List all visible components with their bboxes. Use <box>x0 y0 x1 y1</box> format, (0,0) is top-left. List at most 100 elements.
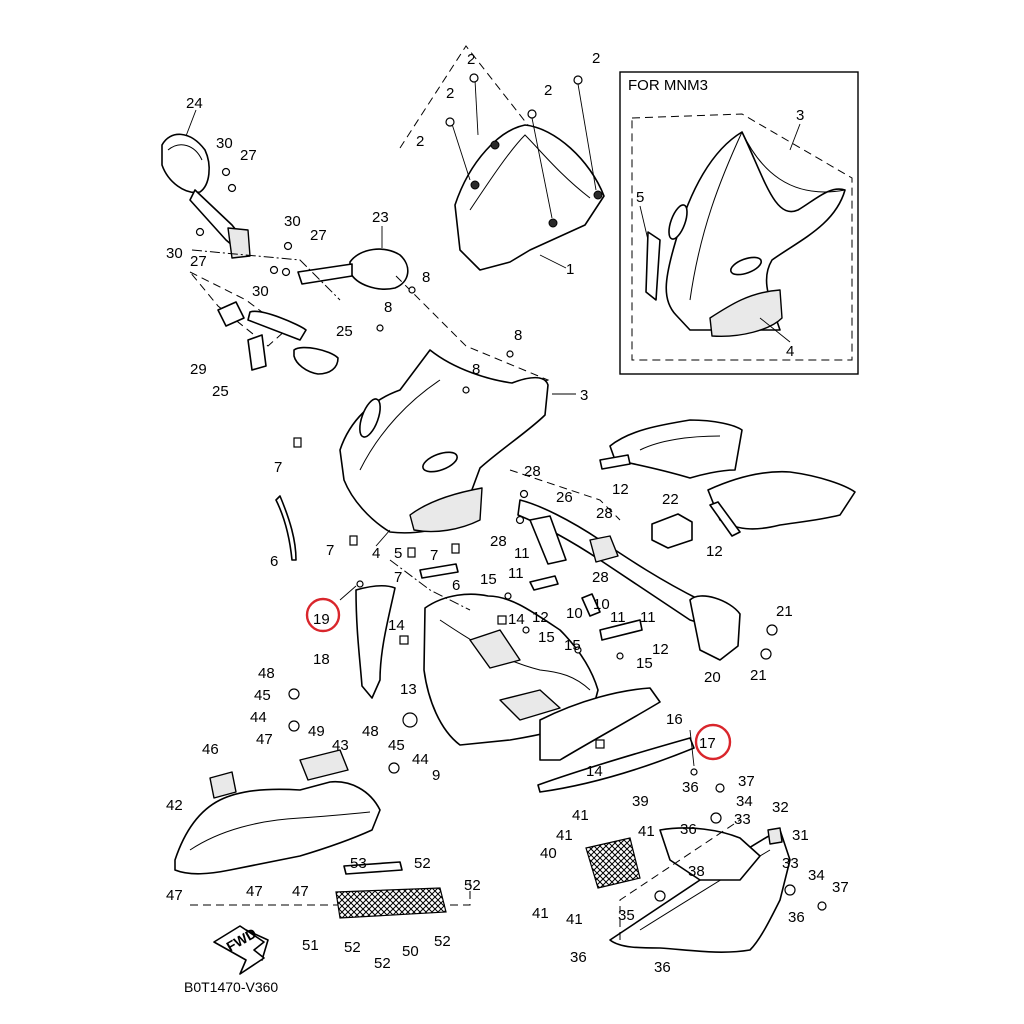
strip-11a <box>529 575 559 591</box>
mirror-dashdot <box>191 249 341 301</box>
front-cowl-dashdot <box>389 559 471 611</box>
callout-11c: 11 <box>610 609 626 626</box>
windscreen-grommet-1 <box>490 140 500 150</box>
screw-8a-icon <box>408 286 416 294</box>
callout-10a: 10 <box>566 605 583 622</box>
screw-27a-icon <box>227 183 237 193</box>
inset-cowl-edge <box>741 131 846 193</box>
callout-36c: 36 <box>788 909 805 926</box>
callout-14c: 14 <box>586 763 603 780</box>
callout-30a: 30 <box>216 135 233 152</box>
callout-8a: 8 <box>422 269 430 286</box>
under-cowl-right-dash <box>619 819 741 940</box>
under-cowl-right-group <box>585 783 827 953</box>
callout-41d: 41 <box>532 905 549 922</box>
callout-9: 9 <box>432 767 440 784</box>
screw-8b-icon <box>376 324 384 332</box>
small-fasteners <box>293 286 698 776</box>
callout-15a: 15 <box>480 571 497 588</box>
screw-2a-icon <box>469 73 479 83</box>
windscreen-grommet-4 <box>593 190 603 200</box>
callout-5: 5 <box>394 545 402 562</box>
inset-callout-3: 3 <box>796 107 804 124</box>
screw-27d-icon <box>281 267 291 277</box>
callout-15c: 15 <box>564 637 581 654</box>
collar-44a-icon <box>288 720 300 732</box>
clip-7b-icon <box>349 535 358 546</box>
highlight-marks <box>305 597 732 761</box>
callout-41a: 41 <box>572 807 589 824</box>
callout-41b: 41 <box>556 827 573 844</box>
callout-7d: 7 <box>394 569 402 586</box>
callout-15d: 15 <box>636 655 653 672</box>
screw-30a-icon <box>221 167 231 177</box>
inset-leader-4 <box>759 317 791 343</box>
callout-21b: 21 <box>750 667 767 684</box>
callout-46: 46 <box>202 741 219 758</box>
callout-36e: 36 <box>654 959 671 976</box>
inset-leader-3 <box>789 123 801 151</box>
callout-2a: 2 <box>467 51 475 68</box>
bolt-21a-icon <box>766 624 778 636</box>
callout-31: 31 <box>792 827 809 844</box>
mirror-mount-dash <box>189 271 287 347</box>
stay-clamp <box>589 535 619 563</box>
under-cowl-left-group: FWD <box>174 688 471 975</box>
callout-7c: 7 <box>430 547 438 564</box>
screw-37a-icon <box>715 783 725 793</box>
front-lower-cowl-vent <box>469 629 521 669</box>
nut-14a-icon <box>399 635 409 645</box>
mirror-left-base <box>227 227 251 259</box>
mirror-left <box>161 133 210 194</box>
side-panel-12c <box>707 470 856 530</box>
inset-callout-5: 5 <box>636 189 644 206</box>
side-panel-12a-detail <box>639 435 721 451</box>
callout-42: 42 <box>166 797 183 814</box>
callout-12a: 12 <box>612 481 629 498</box>
inset-assembly-outline <box>631 113 853 361</box>
collar-44b-icon <box>388 762 400 774</box>
clip-7c-icon <box>407 547 416 558</box>
mesh-strip-53 <box>343 861 403 875</box>
screw-17-icon <box>690 768 698 776</box>
callout-28a: 28 <box>524 463 541 480</box>
under-cowl-left-dash <box>190 880 471 906</box>
clip-7a-icon <box>293 437 302 448</box>
windscreen-grommet-2 <box>470 180 480 190</box>
callout-36d: 36 <box>570 949 587 966</box>
upper-cowl-duct-left <box>359 398 381 438</box>
callout-30d: 30 <box>252 283 269 300</box>
callout-11b: 11 <box>508 565 524 582</box>
side-strip-12d <box>709 501 741 537</box>
callout-47b: 47 <box>166 887 183 904</box>
screw-30b-icon <box>269 265 279 275</box>
callout-52e: 52 <box>434 933 451 950</box>
collar-35-icon <box>654 890 666 902</box>
callout-43: 43 <box>332 737 349 754</box>
callout-2e: 2 <box>592 50 600 67</box>
highlight-circle-17 <box>694 723 732 761</box>
nut-14c-icon <box>595 739 605 749</box>
trim-strip-6 <box>275 495 297 561</box>
screw-lead-2d <box>577 83 597 191</box>
windscreen-edge <box>469 134 591 211</box>
clip-10a <box>581 593 601 617</box>
screw-19-icon <box>356 580 364 588</box>
upper-cowl-group <box>275 275 576 561</box>
callout-2b: 2 <box>446 85 454 102</box>
callout-10b: 10 <box>593 596 610 613</box>
mirror-left-group <box>161 109 251 259</box>
mirror-left-glass <box>167 144 203 161</box>
callout-20: 20 <box>704 669 721 686</box>
windscreen-grommet-3 <box>548 218 558 228</box>
mirror-gasket-25b <box>293 346 339 375</box>
stay-mount-20 <box>689 595 741 661</box>
windscreen-group <box>399 45 605 271</box>
callout-38: 38 <box>688 863 705 880</box>
callout-50: 50 <box>402 943 419 960</box>
side-strip-12b <box>599 454 631 470</box>
side-trim-16 <box>537 737 695 793</box>
callout-22: 22 <box>662 491 679 508</box>
upper-cowl-duct-right <box>422 451 458 473</box>
